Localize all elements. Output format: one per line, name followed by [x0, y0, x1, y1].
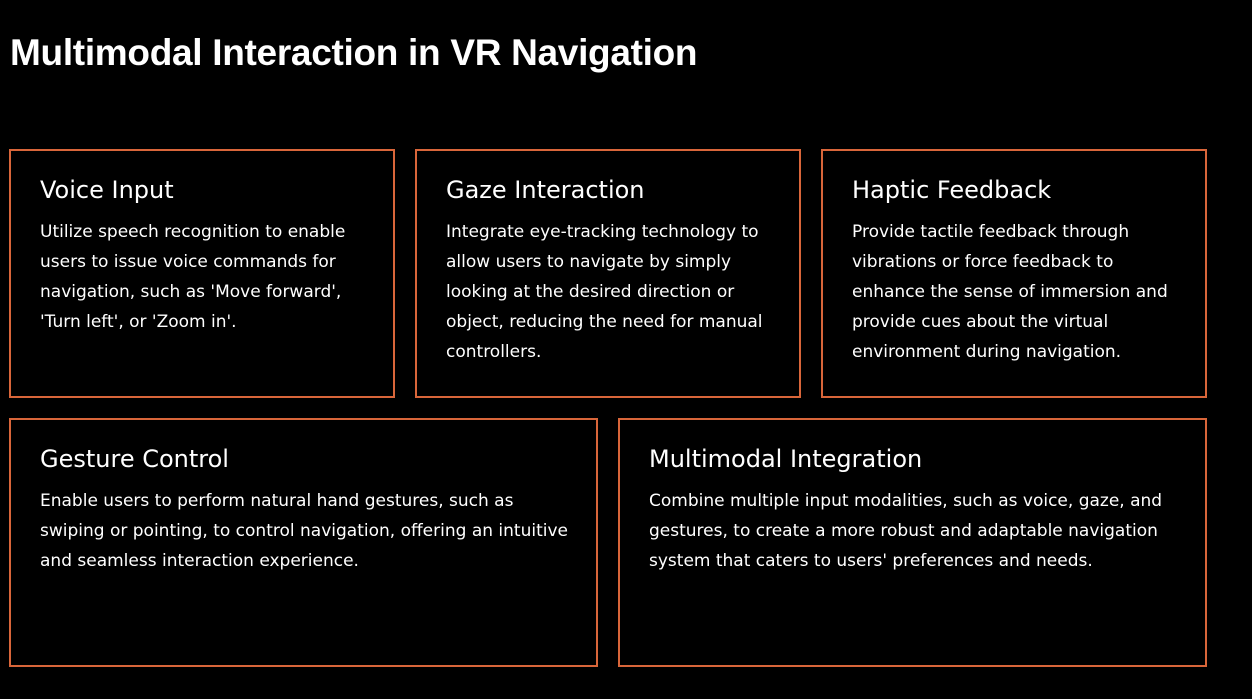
- card-title: Gesture Control: [40, 445, 229, 473]
- card-gaze-interaction: Gaze Interaction Integrate eye-tracking …: [415, 149, 801, 398]
- card-title: Gaze Interaction: [446, 176, 645, 204]
- card-title: Voice Input: [40, 176, 174, 204]
- card-description: Enable users to perform natural hand ges…: [40, 491, 568, 571]
- card-description: Utilize speech recognition to enable use…: [40, 222, 346, 332]
- card-description: Integrate eye-tracking technology to all…: [446, 222, 763, 362]
- card-title: Multimodal Integration: [649, 445, 923, 473]
- page-title: Multimodal Interaction in VR Navigation: [10, 32, 698, 73]
- card-haptic-feedback: Haptic Feedback Provide tactile feedback…: [821, 149, 1207, 398]
- card-multimodal-integration: Multimodal Integration Combine multiple …: [618, 418, 1207, 667]
- card-voice-input: Voice Input Utilize speech recognition t…: [9, 149, 395, 398]
- card-description: Combine multiple input modalities, such …: [649, 491, 1163, 571]
- card-gesture-control: Gesture Control Enable users to perform …: [9, 418, 598, 667]
- card-description: Provide tactile feedback through vibrati…: [852, 222, 1168, 362]
- card-title: Haptic Feedback: [852, 176, 1052, 204]
